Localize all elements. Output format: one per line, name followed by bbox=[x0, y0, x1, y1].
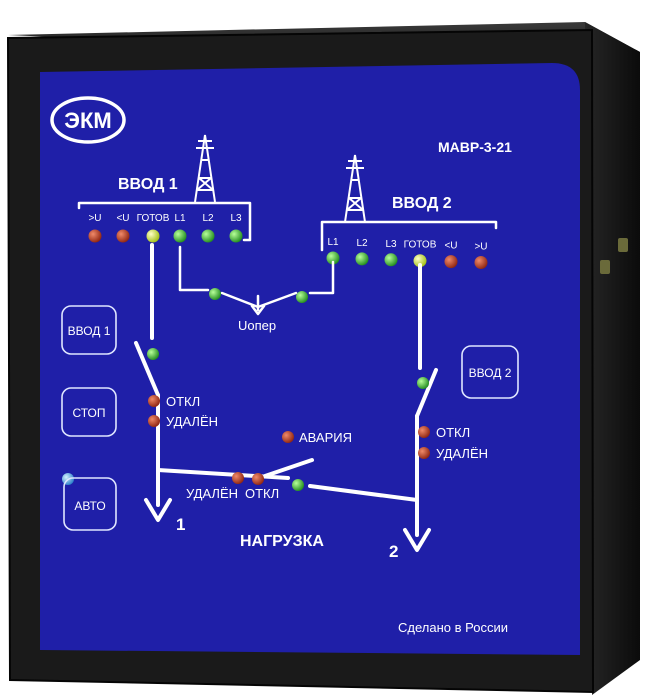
input2-indicator-label: L1 bbox=[327, 237, 339, 248]
logo-text: ЭКМ bbox=[64, 108, 111, 133]
input1-breaker-led-on bbox=[147, 348, 159, 360]
input2-breaker-led-on bbox=[417, 377, 429, 389]
input2-indicator-bracket bbox=[320, 220, 498, 252]
front-panel bbox=[40, 63, 580, 655]
tie-remote-label: УДАЛЁН bbox=[186, 486, 238, 501]
input2-indicator-label: L3 bbox=[385, 239, 397, 250]
input2-button-label: ВВОД 2 bbox=[469, 366, 512, 380]
tie-breaker-blade bbox=[263, 458, 314, 478]
input2-indicator-led bbox=[474, 256, 488, 269]
input1-indicator-bracket bbox=[77, 201, 252, 242]
input1-indicator-label: L1 bbox=[174, 213, 186, 224]
tie-line-right bbox=[308, 484, 419, 502]
ekm-logo: ЭКМ bbox=[50, 96, 126, 144]
input2-remote-led bbox=[418, 447, 430, 459]
input2-indicator-led bbox=[444, 255, 458, 269]
input1-indicator-led bbox=[229, 229, 243, 243]
input2-off-led bbox=[418, 426, 430, 438]
input1-breaker-blade bbox=[134, 341, 160, 397]
input1-title: ВВОД 1 bbox=[118, 176, 178, 193]
made-in-label: Сделано в России bbox=[398, 620, 508, 635]
power-led-2 bbox=[296, 291, 308, 303]
input1-arrow bbox=[144, 498, 172, 522]
power-circuit-tap bbox=[250, 294, 266, 316]
housing-side bbox=[585, 22, 640, 695]
input2-indicator-label: ГОТОВ bbox=[404, 240, 437, 251]
input1-indicator-led bbox=[116, 229, 130, 243]
input1-button[interactable]: ВВОД 1 bbox=[61, 305, 117, 355]
input2-indicator-label: >U bbox=[474, 242, 487, 253]
input2-indicator-label: <U bbox=[444, 241, 457, 252]
input2-title: ВВОД 2 bbox=[392, 195, 452, 212]
input1-indicator-led bbox=[201, 229, 215, 243]
input2-off-label: ОТКЛ bbox=[436, 425, 470, 440]
input1-indicator-led bbox=[88, 229, 102, 243]
load-output-2: 2 bbox=[389, 542, 398, 561]
input2-breaker-blade bbox=[415, 368, 438, 418]
input2-button[interactable]: ВВОД 2 bbox=[461, 345, 519, 399]
input1-indicator-label: L3 bbox=[230, 213, 242, 224]
stop-button-label: СТОП bbox=[72, 406, 105, 420]
power-label: Uопер bbox=[238, 318, 276, 333]
input1-remote-label: УДАЛЁН bbox=[166, 414, 218, 429]
input1-remote-led bbox=[148, 415, 160, 427]
input1-button-label: ВВОД 1 bbox=[68, 324, 111, 338]
tie-on-led bbox=[292, 479, 304, 491]
input1-indicator-led bbox=[146, 229, 160, 243]
tie-off-led bbox=[252, 473, 264, 485]
input1-indicator-led bbox=[173, 229, 187, 243]
input2-indicator-led bbox=[355, 252, 369, 266]
alarm-label: АВАРИЯ bbox=[299, 430, 352, 445]
model-label: МАВР-3-21 bbox=[438, 139, 512, 155]
side-connector-icon bbox=[600, 238, 628, 274]
input2-indicator-led bbox=[413, 254, 427, 268]
power-tower-icon bbox=[344, 154, 366, 223]
tie-remote-led bbox=[232, 472, 244, 484]
input2-indicator-led bbox=[326, 251, 340, 265]
input2-indicator-label: L2 bbox=[356, 238, 368, 249]
input1-off-label: ОТКЛ bbox=[166, 394, 200, 409]
input1-indicator-label: L2 bbox=[202, 213, 214, 224]
stop-button[interactable]: СТОП bbox=[61, 387, 117, 437]
alarm-led bbox=[282, 431, 294, 443]
input1-indicator-label: >U bbox=[88, 213, 101, 224]
auto-button[interactable]: АВТО bbox=[63, 477, 117, 531]
input2-indicator-led bbox=[384, 253, 398, 267]
input1-indicator-label: ГОТОВ bbox=[137, 213, 170, 224]
input1-off-led bbox=[148, 395, 160, 407]
load-output-1: 1 bbox=[176, 515, 185, 534]
input1-indicator-label: <U bbox=[116, 213, 129, 224]
input2-arrow bbox=[403, 528, 431, 552]
auto-button-label: АВТО bbox=[74, 499, 105, 513]
power-tower-icon bbox=[194, 134, 216, 203]
power-led-1 bbox=[209, 288, 221, 300]
load-title: НАГРУЗКА bbox=[240, 533, 324, 550]
input2-remote-label: УДАЛЁН bbox=[436, 446, 488, 461]
tie-off-label: ОТКЛ bbox=[245, 486, 279, 501]
